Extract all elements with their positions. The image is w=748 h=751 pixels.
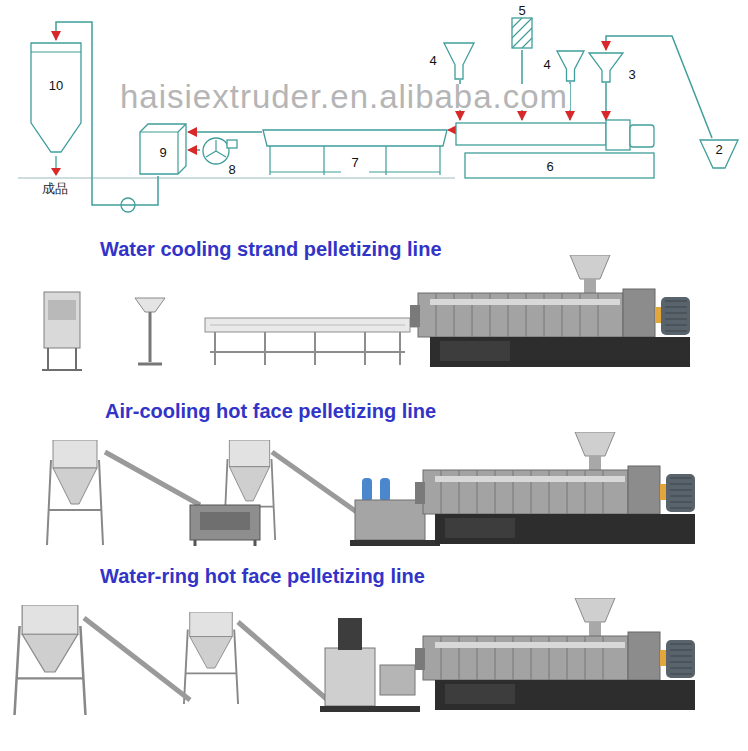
part-number: 4 — [543, 58, 550, 71]
feeder-hopper: 4 — [425, 40, 475, 80]
extruder-outline — [606, 120, 630, 150]
water-ring-line-machine — [238, 622, 330, 702]
air-cooling-line-machine — [47, 432, 695, 546]
product-silo-outline — [31, 43, 81, 152]
air-cooling-line-machine — [350, 540, 440, 546]
feeder-hopper: 4 — [540, 48, 585, 82]
air-cooling-line-machine — [190, 505, 260, 540]
product-silo-outline — [31, 51, 81, 52]
line-heading: Water cooling strand pelletizing line — [100, 237, 442, 261]
strand-line-machine — [44, 292, 80, 348]
water-ring-line-machine — [338, 618, 362, 650]
part-number: 3 — [628, 68, 635, 81]
blower-outline — [227, 140, 237, 148]
air-cooling-line-machine — [362, 478, 372, 502]
air-cooling-line-machine — [415, 432, 695, 544]
side-feeder-outline — [512, 18, 532, 48]
strand-line-machine — [135, 298, 165, 312]
part-number: 9 — [159, 146, 166, 159]
pelletizer-box-outline — [140, 124, 186, 174]
strand-line-machine — [210, 332, 405, 365]
loading-hopper-outline — [700, 140, 738, 168]
part-number: 5 — [518, 4, 525, 17]
strand-line-machine — [42, 348, 82, 370]
strand-line-machine — [138, 312, 162, 364]
extruder-outline — [465, 153, 654, 178]
blower: 8 — [200, 135, 240, 178]
strand-line-machine — [205, 318, 410, 332]
side-feeder-outline — [512, 18, 532, 48]
main-hopper: 3 — [588, 50, 640, 83]
part-number: 8 — [228, 163, 235, 176]
loading-hopper: 2 — [698, 138, 740, 170]
water-tank-outline — [269, 146, 270, 175]
feeder-hopper-outline — [444, 43, 474, 79]
side-feeder: 5 — [508, 2, 536, 50]
part-number: 7 — [351, 156, 358, 169]
flow-arrow — [188, 131, 262, 133]
extruder-outline — [456, 123, 606, 145]
pelletizer-box-outline — [140, 124, 186, 174]
water-ring-line-machine — [84, 618, 190, 700]
water-ring-line-machine — [15, 605, 86, 715]
line-heading: Air-cooling hot face pelletizing line — [105, 399, 436, 423]
blower-outline — [206, 140, 226, 157]
strand-line-machine — [48, 300, 76, 320]
water-ring-line-machine — [415, 598, 695, 710]
water-ring-line-machine — [15, 598, 695, 715]
air-cooling-line-machine — [380, 478, 390, 502]
strand-line-machine — [210, 325, 405, 326]
water-tank-outline — [270, 171, 440, 172]
water-tank-shape — [262, 128, 448, 176]
schematic-decor — [18, 156, 455, 212]
air-cooling-line-machine — [105, 452, 200, 505]
watermark: haisiextruder.en.alibaba.com — [118, 84, 570, 110]
water-tank-outline — [263, 130, 447, 146]
water-ring-line-machine — [320, 706, 420, 712]
flow-arrow — [188, 149, 200, 151]
part-number: 2 — [715, 143, 722, 156]
air-cooling-line-machine — [355, 500, 425, 540]
product-silo-shape — [28, 40, 84, 155]
flow-arrow — [448, 129, 455, 131]
water-tank-outline — [385, 146, 386, 175]
strand-line-machine — [42, 255, 690, 370]
air-cooling-line-machine — [47, 440, 103, 545]
line-heading: Water-ring hot face pelletizing line — [100, 564, 425, 588]
extruder-shape — [455, 120, 655, 180]
part-number: 6 — [546, 160, 553, 173]
part-number: 10 — [49, 79, 63, 92]
water-tank: 7 — [262, 128, 448, 176]
water-ring-line-machine — [380, 665, 415, 695]
schematic-decor — [51, 168, 61, 176]
water-tank-outline — [323, 146, 324, 175]
part-number: 4 — [429, 54, 436, 67]
pelletizer-box: 9 — [138, 122, 188, 176]
strand-line-machine — [410, 255, 690, 367]
schematic-decor — [55, 156, 56, 170]
product-label: 成品 — [42, 181, 68, 197]
product-silo: 10 — [28, 40, 84, 155]
schematic-decor — [18, 177, 455, 178]
air-cooling-line-machine — [195, 540, 255, 546]
flow-arrow — [605, 83, 607, 120]
air-cooling-line-machine — [200, 512, 250, 530]
extruder-outline — [630, 125, 654, 147]
water-tank-outline — [439, 146, 440, 175]
extruder: 6 — [455, 120, 655, 180]
main-hopper-outline — [589, 53, 623, 82]
water-ring-line-machine — [184, 612, 238, 704]
feeder-hopper-outline — [557, 51, 584, 81]
water-ring-line-machine — [325, 648, 375, 706]
blower-outline — [203, 138, 229, 164]
